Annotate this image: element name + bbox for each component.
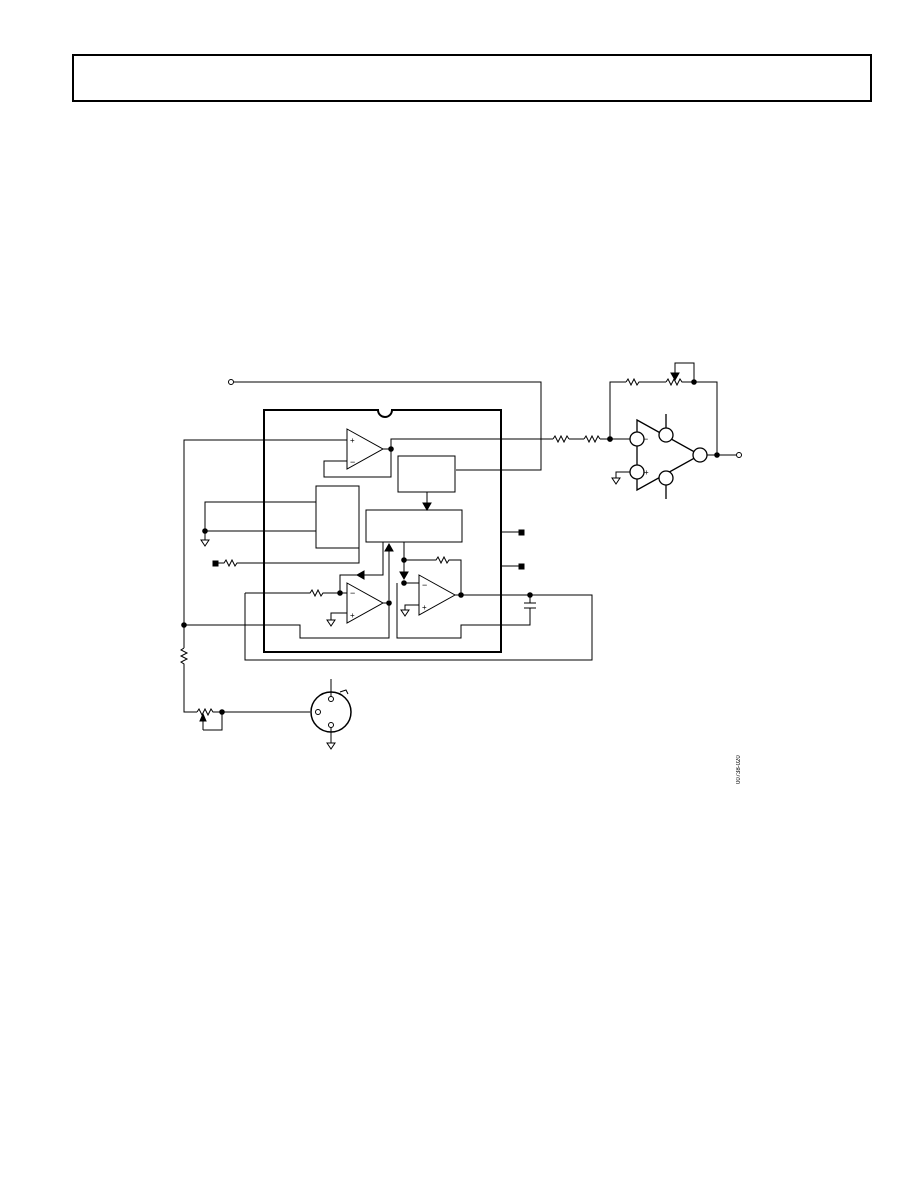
figure-code: 00738-020 [736,755,742,784]
control-block [397,455,456,493]
ext-pot-node [691,379,697,385]
svg-text:+: + [350,436,355,445]
ground-symbol-left [200,539,210,547]
lower-right-output-wire [244,593,593,661]
svg-text:+: + [644,468,649,477]
lower-right-opamp: − + [418,574,457,616]
page-header-box [72,54,872,102]
buffer-output-wire [383,438,553,450]
svg-text:−: − [350,457,355,467]
ext-plus-ground-wire [615,471,630,478]
input-terminal [228,379,234,385]
pot-node [219,709,225,715]
lower-left-plus-wire [330,612,347,620]
lower-left-input-node [337,590,343,596]
external-amplifier: − + [629,414,708,499]
lower-left-output-wire [184,602,390,639]
right-pin-1 [518,529,525,536]
ground-symbol-lower-left [326,619,336,627]
ext-pot-wiper-arrowhead [670,372,680,382]
logic-down-arrowhead [399,571,409,581]
svg-text:−: − [643,434,648,444]
left-pin [212,560,219,567]
control-arrowhead [422,502,432,512]
left-amp-arrowhead [355,570,365,580]
logic-to-left-amp-wire [362,542,384,576]
buffer-input-wire [183,439,347,600]
bus-resistor [179,647,197,713]
ext-feedback-resistor [625,377,666,387]
ext-output-node [714,452,720,458]
series-resistor-2 [583,434,601,444]
buffer-feedback-wire [323,449,392,478]
lower-left-opamp: − + [346,582,385,624]
ref-node [202,528,208,534]
ext-feedback-wire [609,381,626,439]
lower-right-feedback-resistor [404,555,462,595]
series-resistor-1 [552,434,570,444]
ext-feedback-potentiometer [665,377,718,455]
output-terminal [736,452,742,458]
ref-ground-wire [204,501,316,540]
top-feed-wire [234,381,542,471]
sensor-connector [310,679,352,750]
ground-symbol-lower-right [400,609,410,617]
inner-loop-wire [396,583,531,639]
svg-text:+: + [350,611,355,620]
svg-text:+: + [422,603,427,612]
right-pin-2 [518,563,525,570]
ic-package-outline [263,409,502,653]
svg-text:−: − [350,588,355,598]
capacitor [524,595,536,625]
logic-block [365,509,463,543]
ext-input-node [607,436,613,442]
feedback-top-node [401,557,407,563]
lower-left-input-resistor [245,588,347,598]
svg-text:−: − [422,580,427,590]
lower-right-plus-wire [404,604,419,610]
left-amp-bias-wire [339,574,357,593]
top-buffer-opamp: + − [346,428,385,470]
left-pin-resistor [218,548,360,568]
ext-pot-wiper [674,362,695,382]
pot-wiper-arrowhead [199,712,207,722]
ground-symbol-ext [611,477,621,485]
reference-block [315,485,360,549]
trim-potentiometer [196,707,310,717]
lower-right-minus-node [401,580,407,586]
logic-up-arrowhead [384,542,394,552]
